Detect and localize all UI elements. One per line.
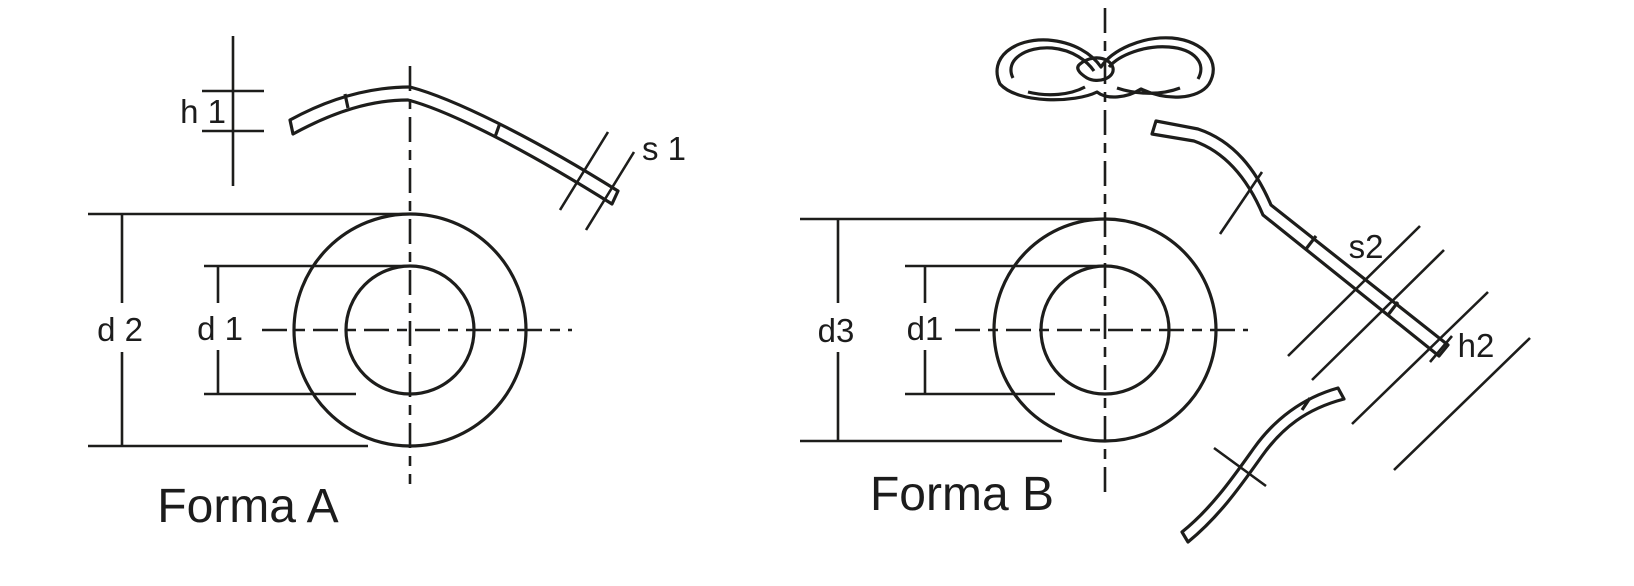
forma-b-band-division-tick-2 — [1386, 301, 1400, 316]
forma-b-band-end-tick — [1429, 335, 1453, 363]
s1-thickness-line-1 — [558, 131, 610, 211]
forma-b-lower-band-division-tick — [1300, 397, 1312, 411]
forma-a-view: h 1 s 1 d 2 d 1 — [88, 36, 686, 533]
forma-a-curved-washer-side-view — [288, 85, 620, 206]
label-s1: s 1 — [642, 130, 686, 167]
forma-b-bend-tick — [1218, 171, 1264, 235]
forma-b-wave-washer-3d-view — [995, 36, 1215, 102]
forma-a-band-division-tick-2 — [493, 122, 502, 138]
s2-thickness-line-2 — [1311, 249, 1445, 381]
label-d2: d 2 — [97, 311, 143, 348]
wave-washer-inner-edge-right — [1107, 45, 1203, 80]
forma-b-view: s2 h2 d3 — [800, 8, 1531, 544]
label-s2: s2 — [1349, 228, 1384, 265]
h2-height-line-2 — [1393, 337, 1531, 471]
forma-b-wave-band-lower — [1180, 386, 1346, 544]
drawing-root: h 1 s 1 d 2 d 1 — [88, 8, 1531, 544]
h2-height-line-1 — [1351, 291, 1489, 425]
wave-washer-outer-ribbon — [995, 36, 1215, 102]
label-d3: d3 — [818, 312, 855, 349]
wave-washer-center-loop — [1076, 56, 1115, 82]
label-d1: d 1 — [197, 310, 243, 347]
forma-b-lower-band-tick — [1213, 446, 1267, 488]
forma-a-title: Forma A — [157, 480, 338, 533]
label-h2: h2 — [1458, 327, 1495, 364]
forma-b-title: Forma B — [870, 468, 1054, 521]
wave-washer-lower-edge-right — [1116, 86, 1181, 95]
forma-a-band-division-tick-1 — [343, 93, 350, 109]
wave-washer-lower-edge-left — [1027, 85, 1086, 97]
forma-b-wave-band-upper — [1150, 119, 1450, 358]
s2-thickness-line-1 — [1287, 225, 1421, 357]
forma-b-label-d1: d1 — [907, 310, 944, 347]
label-h1: h 1 — [180, 93, 226, 130]
s1-thickness-line-2 — [584, 151, 636, 231]
forma-b-band-division-tick-1 — [1304, 235, 1318, 250]
